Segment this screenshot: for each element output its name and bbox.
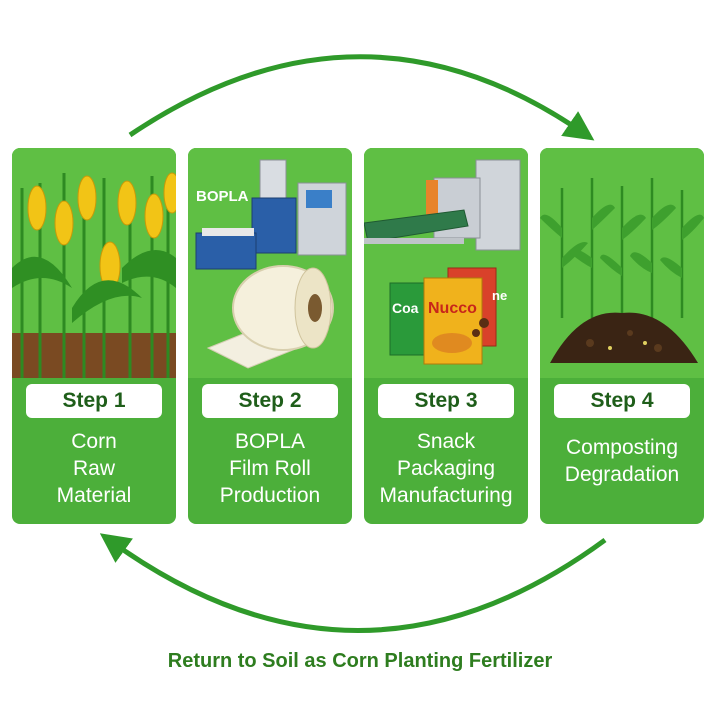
step-4-badge: Step 4	[554, 384, 690, 418]
top-cycle-arrow	[128, 54, 595, 141]
step-2-card: BOPLA Step 2 BOPLA Film Roll Production	[188, 148, 352, 524]
step-1-badge: Step 1	[26, 384, 162, 418]
step-3-badge: Step 3	[378, 384, 514, 418]
step-1-card: Step 1 Corn Raw Material	[12, 148, 176, 524]
bottom-cycle-arrow	[99, 533, 607, 633]
step-3-card: Coa Nucco ne Step 3 Snack Packaging Manu…	[364, 148, 528, 524]
compost-soil-icon	[540, 148, 704, 378]
pack-label-2: Nucco	[428, 300, 477, 317]
pack-label-1: Coa	[392, 300, 419, 316]
cycle-caption: Return to Soil as Corn Planting Fertiliz…	[167, 650, 553, 672]
step-3-title: Snack Packaging Manufacturing	[379, 430, 513, 507]
corn-field-icon	[12, 148, 176, 378]
film-machine-icon	[188, 148, 352, 378]
step-2-badge: Step 2	[202, 384, 338, 418]
step-4-card: Step 4 Composting Degradation	[540, 148, 704, 524]
step-4-title: Composting Degradation	[564, 436, 680, 486]
step-1-title: Corn Raw Material	[56, 430, 132, 507]
bopla-machine-label: BOPLA	[196, 188, 249, 205]
snack-packaging-icon	[364, 148, 528, 378]
step-2-title: BOPLA Film Roll Production	[219, 430, 321, 507]
pack-label-3: ne	[492, 288, 508, 303]
